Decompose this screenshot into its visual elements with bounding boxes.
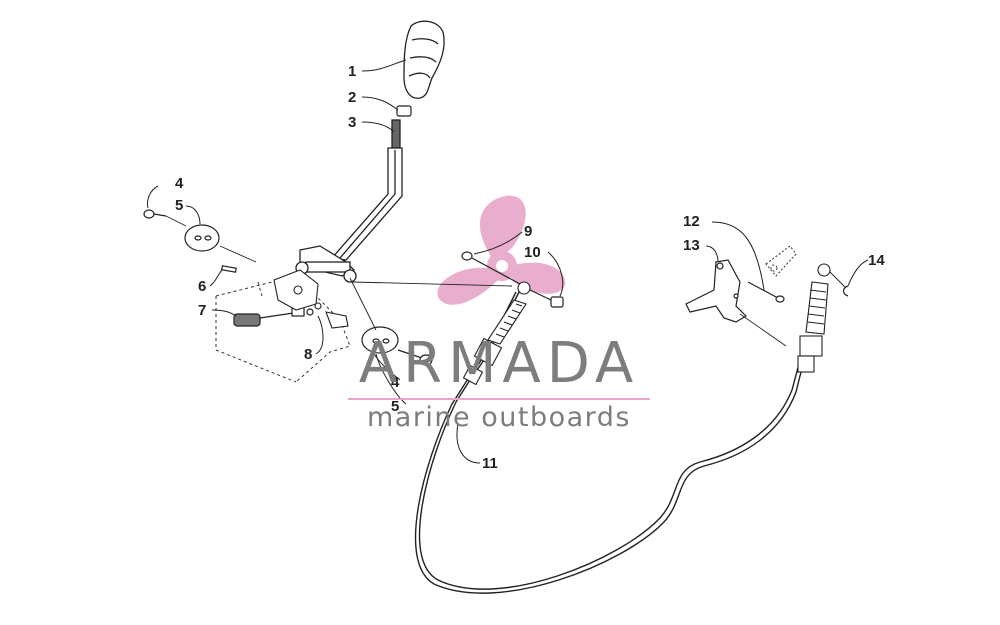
propeller-logo-icon [437,195,566,305]
callout-8: 8 [304,346,313,363]
callout-4-upper: 4 [175,175,184,192]
callout-6: 6 [198,278,207,295]
bracket-details [273,269,349,329]
callout-5-upper: 5 [175,197,184,214]
callout-3: 3 [348,114,357,131]
shift-knob [403,20,445,99]
washer-upper-left [184,224,220,252]
washer-lower [361,326,399,354]
callout-11: 11 [482,455,498,472]
callout-14: 14 [868,252,885,269]
spring-pin [221,265,237,273]
callout-leaders [147,59,869,464]
callout-2: 2 [348,89,357,106]
callout-4-lower: 4 [391,374,400,391]
cable-boot-left [462,281,531,386]
callout-5-lower: 5 [391,398,400,415]
cable-bracket [685,259,747,323]
callout-10: 10 [524,244,541,261]
right-assembly-lines [739,271,847,347]
bolt-upper-left [143,209,167,219]
callout-9: 9 [524,223,533,240]
watermark-divider [348,398,650,400]
shift-cable [414,289,805,594]
watermark-subtitle: marine outboards [366,402,631,433]
pivot-link [765,245,797,277]
cotter-pin [842,285,849,297]
knob-nut [396,105,412,117]
watermark-title: ARMADA [358,331,640,396]
bolt-lower [397,349,433,366]
callout-13: 13 [683,237,700,254]
bracket-bolt [747,281,785,303]
callout-1: 1 [348,63,357,80]
cable-boot-right [797,263,831,373]
assembly-lines [165,215,513,331]
cable-nut [529,289,564,308]
cable-bolt [461,251,521,285]
callout-7: 7 [198,302,207,319]
shift-lever [295,119,403,283]
callout-12: 12 [683,213,700,230]
